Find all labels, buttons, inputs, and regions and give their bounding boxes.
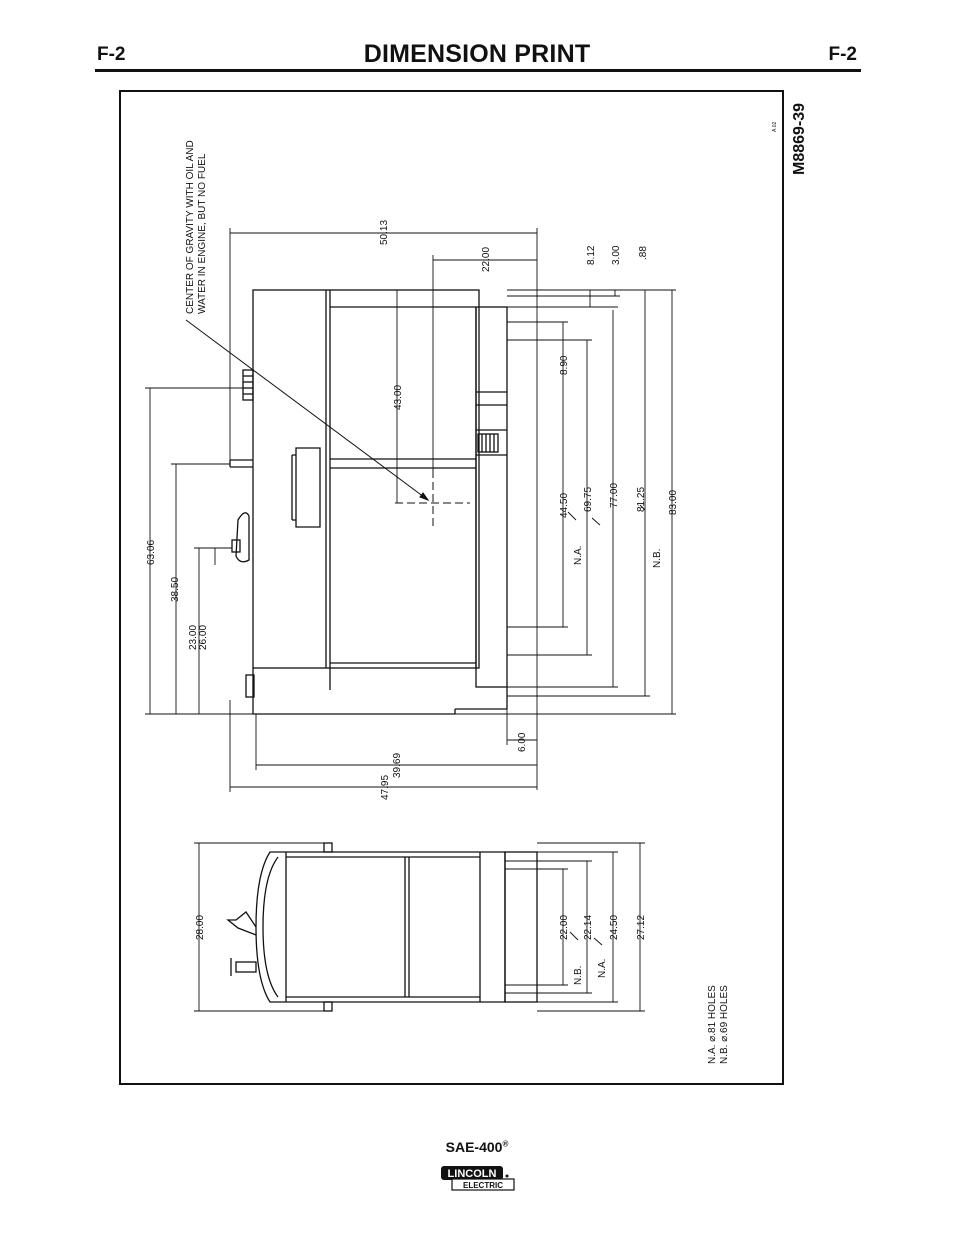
dim-83-00: 83.00	[668, 490, 679, 515]
drawing-number: M8869-39	[791, 103, 808, 175]
holes-note: N.A. ⌀.81 HOLES N.B. ⌀.69 HOLES	[707, 985, 730, 1064]
end-view-dimension-lines	[194, 842, 645, 1012]
dim-69-75: 69.75	[583, 487, 594, 512]
side-view-body	[252, 289, 480, 669]
cog-note-line2: WATER IN ENGINE, BUT NO FUEL	[197, 153, 208, 314]
registered-mark: ®	[502, 1139, 509, 1149]
cog-note-line1: CENTER OF GRAVITY WITH OIL AND	[185, 140, 196, 314]
dim-22-14: 22.14	[583, 915, 594, 940]
center-of-gravity-mark	[185, 319, 470, 530]
side-view-dimension-lines	[145, 228, 676, 792]
side-view	[229, 289, 508, 715]
holes-note-na: N.A. ⌀.81 HOLES	[707, 985, 718, 1064]
end-view-body	[255, 851, 506, 1003]
dim-6-00: 6.00	[517, 732, 528, 752]
dim-8-90: 8.90	[559, 355, 570, 375]
dim-38-50: 38.50	[170, 577, 181, 602]
drawing-revision: A.02	[772, 121, 778, 132]
dim-77-00: 77.00	[609, 483, 620, 508]
tag-nb-end: N.B.	[573, 966, 584, 985]
dim-22-00-top: 22.00	[481, 247, 492, 272]
model-name: SAE-400®	[0, 1139, 954, 1155]
dim-63-06: 63.06	[146, 540, 157, 565]
dim-8-12: 8.12	[586, 245, 597, 265]
holes-note-nb: N.B. ⌀.69 HOLES	[719, 985, 730, 1064]
lincoln-electric-logo: LINCOLN ELECTRIC	[441, 1166, 515, 1191]
drawing-frame	[119, 90, 784, 1085]
logo-text-lincoln: LINCOLN	[448, 1168, 497, 1180]
section-code-right: F-2	[828, 44, 858, 65]
page-title: DIMENSION PRINT	[363, 40, 591, 68]
dim-24-50: 24.50	[609, 915, 620, 940]
cog-note: CENTER OF GRAVITY WITH OIL AND WATER IN …	[185, 140, 208, 314]
dim-3-00: 3.00	[611, 245, 622, 265]
tag-nb-side: N.B.	[652, 549, 663, 568]
dim-39-69: 39.69	[392, 753, 403, 778]
dim-0-88: .88	[638, 246, 649, 260]
side-view-dimension-text: 50.13 22.00 8.12 3.00 .88 43.00 8.90 44.…	[146, 220, 679, 800]
dim-28-00: 28.00	[195, 915, 206, 940]
dim-26-00: 26.00	[198, 625, 209, 650]
model-text: SAE-400	[445, 1139, 503, 1155]
dim-50-13: 50.13	[379, 220, 390, 245]
section-code-left: F-2	[97, 44, 126, 65]
end-view-dimension-text: 28.00 22.00 22.14 24.50 27.12 N.B. N.A.	[195, 915, 647, 985]
tag-na-side: N.A.	[573, 546, 584, 565]
dim-81-25: 81.25	[636, 487, 647, 512]
end-view	[226, 842, 538, 1012]
dim-43-00: 43.00	[393, 385, 404, 410]
dim-22-00: 22.00	[559, 915, 570, 940]
dim-44-50: 44.50	[559, 493, 570, 518]
dim-23-00: 23.00	[188, 625, 199, 650]
header-rule	[95, 69, 861, 72]
dim-47-95: 47.95	[380, 775, 391, 800]
logo-text-electric: ELECTRIC	[463, 1181, 503, 1190]
dim-27-12: 27.12	[636, 915, 647, 940]
tag-na-end: N.A.	[597, 959, 608, 978]
